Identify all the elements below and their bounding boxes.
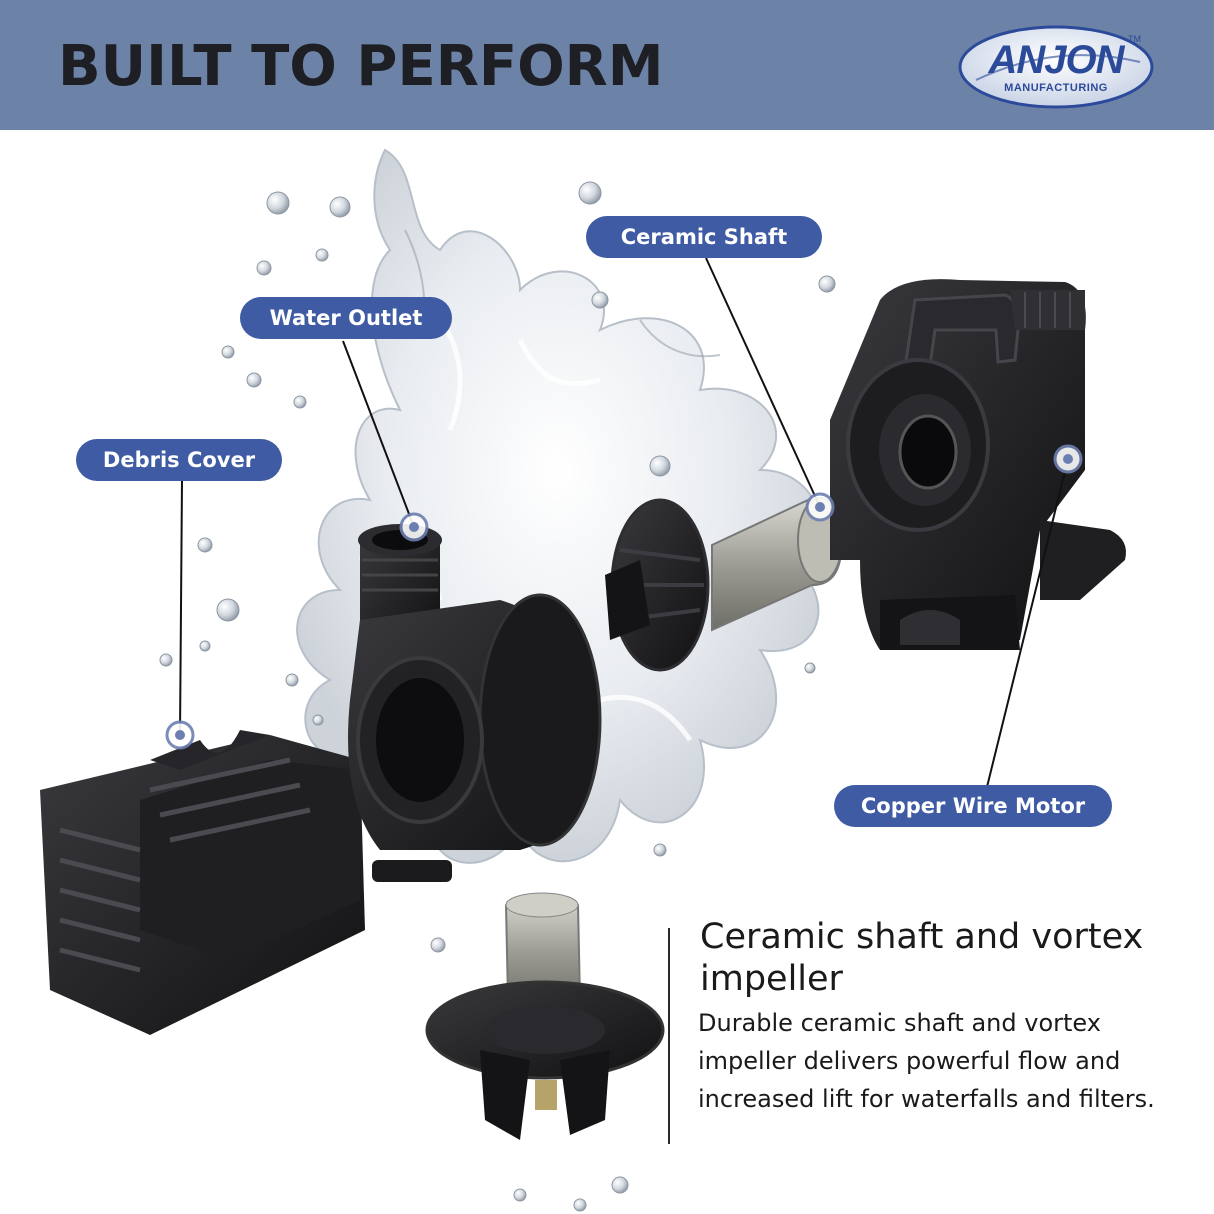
- callout-ceramic-shaft: Ceramic Shaft: [586, 216, 822, 258]
- header-banner: BUILT TO PERFORM ANJON TM MANUFACTURING: [0, 0, 1214, 130]
- logo-ellipse-icon: [958, 25, 1154, 109]
- water-droplets: [159, 181, 836, 1212]
- target-marker-motor-icon: [1053, 444, 1083, 474]
- callout-leader-lines: [179, 257, 1069, 796]
- callout-water-outlet: Water Outlet: [240, 297, 452, 339]
- impeller-detail-part: [425, 892, 665, 1140]
- logo-subtitle: MANUFACTURING: [1004, 82, 1108, 94]
- debris-cover-part: [40, 730, 452, 1035]
- target-marker-shaft-icon: [805, 492, 835, 522]
- feature-title: Ceramic shaft and vortex impeller: [700, 917, 1144, 999]
- logo-trademark: TM: [1128, 34, 1141, 44]
- feature-body: Durable ceramic shaft and vortex impelle…: [698, 1009, 1155, 1113]
- headline: BUILT TO PERFORM: [58, 34, 664, 99]
- logo-brand: ANJON: [988, 38, 1124, 82]
- target-marker-debris-icon: [165, 720, 195, 750]
- target-marker-outlet-icon: [399, 512, 429, 542]
- feature-divider: [668, 928, 670, 1144]
- target-marker-icons: [165, 444, 1083, 750]
- brand-logo: ANJON TM MANUFACTURING: [956, 22, 1156, 112]
- callout-copper-wire-motor: Copper Wire Motor: [834, 785, 1112, 827]
- copper-wire-motor-part: [830, 279, 1126, 650]
- callout-debris-cover: Debris Cover: [76, 439, 282, 481]
